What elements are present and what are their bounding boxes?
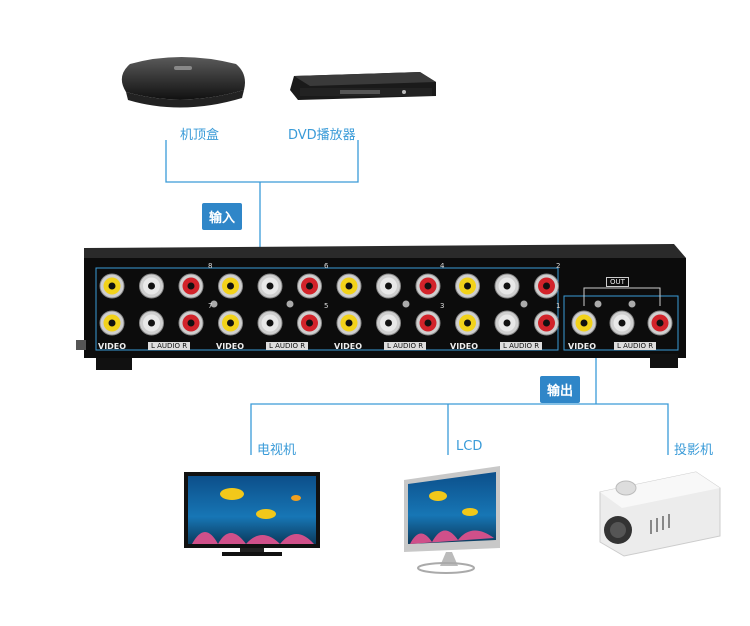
input-jack-r2-11[interactable]: [494, 310, 520, 336]
output-device-label-projector: 投影机: [674, 443, 714, 458]
output-device-label-tv: 电视机: [257, 443, 297, 458]
input-jack-r1-10[interactable]: [455, 273, 480, 299]
group-3-video-label: VIDEO: [334, 342, 363, 351]
screw-1: [210, 300, 218, 308]
input-jack-r1-7[interactable]: [336, 273, 362, 299]
group-1-video-label: VIDEO: [98, 342, 127, 351]
group-2-audio-label: L AUDIO R: [266, 342, 309, 350]
input-jack-r1-1[interactable]: [99, 273, 125, 299]
input-jack-r1-5[interactable]: [257, 273, 283, 299]
input-jack-r2-1[interactable]: [99, 310, 125, 336]
channel-number-1: 1: [556, 302, 561, 310]
group-2-video-label: VIDEO: [216, 342, 245, 351]
input-jack-r1-6[interactable]: [297, 273, 322, 299]
channel-number-2: 2: [556, 262, 561, 270]
channel-number-3: 3: [440, 302, 445, 310]
screw-2: [286, 300, 294, 308]
input-jack-r1-9[interactable]: [415, 273, 441, 299]
input-badge: 输入: [202, 203, 243, 230]
input-device-label-dvd: DVD播放器: [288, 128, 356, 143]
input-jack-r2-6[interactable]: [297, 310, 322, 336]
input-jack-r2-2[interactable]: [139, 310, 164, 336]
input-jack-r2-8[interactable]: [376, 310, 401, 336]
output-device-label-lcd: LCD: [456, 439, 483, 454]
out-audio-label: L AUDIO R: [614, 342, 657, 350]
screw-5: [594, 300, 602, 308]
input-jack-r2-4[interactable]: [218, 310, 243, 336]
input-jack-r2-12[interactable]: [534, 310, 559, 336]
output-jack-left[interactable]: [609, 310, 635, 336]
channel-number-7: 7: [208, 302, 213, 310]
input-jack-r1-4[interactable]: [218, 273, 243, 299]
group-3-audio-label: L AUDIO R: [384, 342, 427, 350]
input-device-label-set-top-box: 机顶盒: [180, 128, 220, 143]
input-jack-r1-12[interactable]: [534, 273, 559, 299]
input-jack-r1-11[interactable]: [494, 273, 520, 299]
group-4-video-label: VIDEO: [450, 342, 479, 351]
input-jack-r2-3[interactable]: [178, 310, 204, 336]
output-jack-right[interactable]: [647, 310, 673, 336]
output-jack-video[interactable]: [571, 310, 597, 336]
screw-4: [520, 300, 528, 308]
group-4-audio-label: L AUDIO R: [500, 342, 543, 350]
channel-number-8: 8: [208, 262, 213, 270]
input-jack-r1-3[interactable]: [178, 273, 204, 299]
out-bracket: [583, 287, 661, 306]
screw-3: [402, 300, 410, 308]
channel-number-6: 6: [324, 262, 329, 270]
input-jack-r2-5[interactable]: [257, 310, 283, 336]
channel-number-5: 5: [324, 302, 329, 310]
group-1-audio-label: L AUDIO R: [148, 342, 191, 350]
input-jack-r2-7[interactable]: [336, 310, 362, 336]
output-badge: 输出: [540, 376, 581, 403]
channel-number-4: 4: [440, 262, 445, 270]
input-jack-r2-10[interactable]: [455, 310, 480, 336]
screw-6: [628, 300, 636, 308]
out-video-label: VIDEO: [568, 342, 597, 351]
input-jack-r1-2[interactable]: [139, 273, 164, 299]
input-jack-r2-9[interactable]: [415, 310, 441, 336]
input-jack-r1-8[interactable]: [376, 273, 401, 299]
out-label: OUT: [606, 277, 629, 287]
